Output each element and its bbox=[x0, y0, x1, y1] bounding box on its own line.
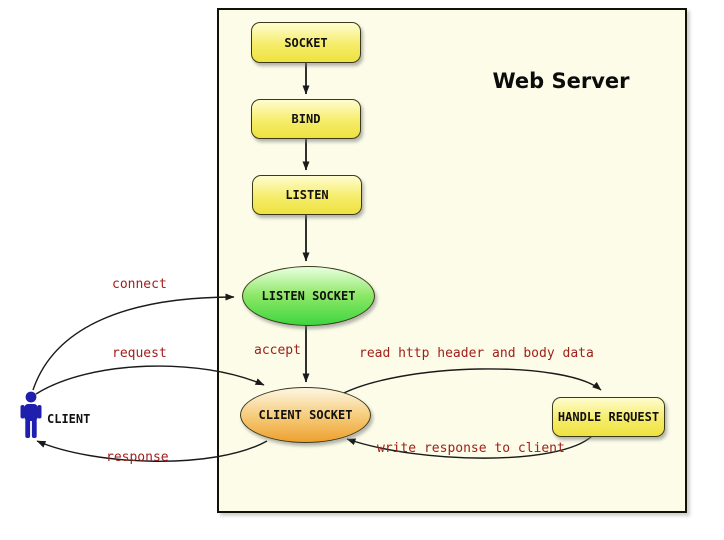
edge-label-connect: connect bbox=[112, 277, 167, 292]
node-listen-socket: LISTEN SOCKET bbox=[242, 266, 375, 326]
edge-label-request: request bbox=[112, 346, 167, 361]
edge-label-read-http: read http header and body data bbox=[359, 346, 594, 361]
node-handle-request: HANDLE REQUEST bbox=[552, 397, 665, 437]
client-figure-label: CLIENT bbox=[47, 412, 91, 426]
arrow-connect bbox=[32, 293, 235, 391]
client-person-icon bbox=[20, 391, 42, 438]
edge-label-accept: accept bbox=[254, 343, 301, 358]
node-client-socket: CLIENT SOCKET bbox=[240, 387, 371, 443]
node-listen: LISTEN bbox=[252, 175, 362, 215]
diagram-title: Web Server bbox=[492, 69, 630, 93]
node-socket: SOCKET bbox=[251, 22, 361, 63]
edge-label-response: response bbox=[106, 450, 169, 465]
node-bind: BIND bbox=[251, 99, 361, 139]
edge-label-write-response: write response to client bbox=[377, 441, 565, 456]
